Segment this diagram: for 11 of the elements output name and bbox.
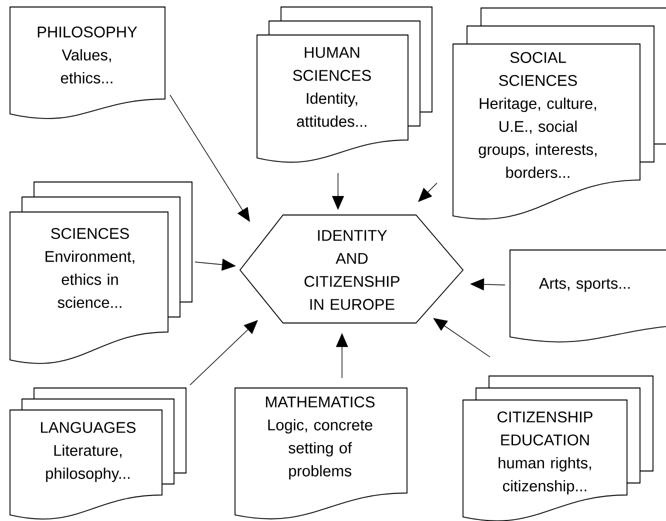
document-stack: HUMAN SCIENCES Identity, attitudes... — [256, 6, 432, 163]
arrow — [190, 320, 258, 386]
node-label: Literature, philosophy... — [46, 444, 130, 482]
document-stack: CITIZENSHIP EDUCATION human rights, citizenship... — [462, 376, 654, 521]
arrow — [170, 94, 250, 222]
arrow — [433, 318, 490, 358]
node-label: LANGUAGES — [41, 422, 136, 433]
arrow — [418, 182, 438, 202]
document-stack: SCIENCES Environment, ethics in science... — [10, 182, 192, 364]
document-stack: SOCIAL SCIENCES Heritage, culture, U.E., social groups, interests, borders... — [452, 8, 666, 220]
document-stack: LANGUAGES Literature, philosophy... — [10, 388, 186, 520]
